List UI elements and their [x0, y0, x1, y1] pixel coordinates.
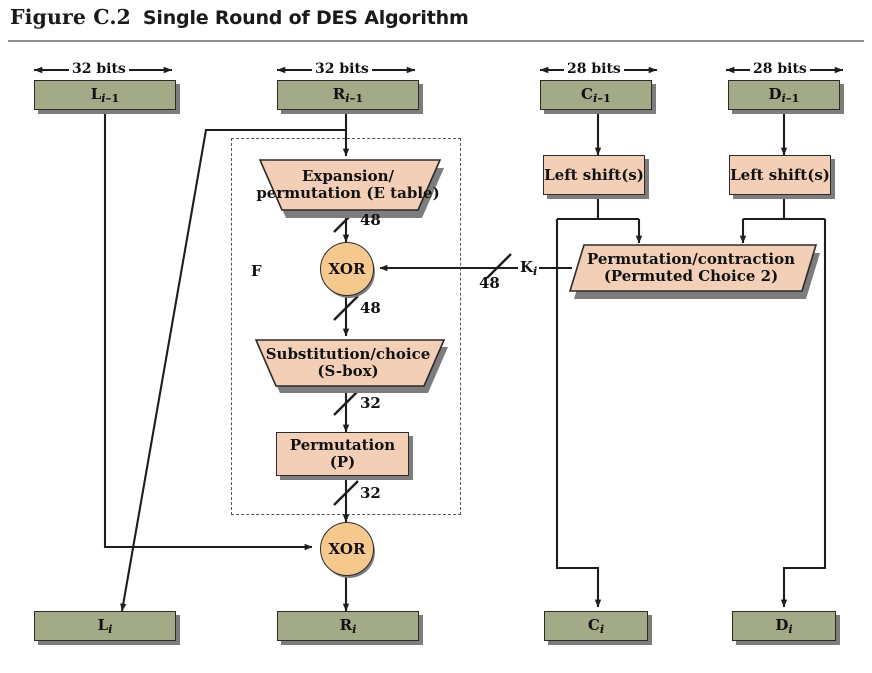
figure-title-bar: Figure C.2 Single Round of DES Algorithm: [0, 0, 872, 46]
expansion-permutation-block: Expansion/ permutation (E table): [252, 156, 444, 218]
left-shift-c-label: Left shift(s): [544, 165, 644, 184]
register-l-next: Li: [34, 611, 176, 641]
title-divider: [8, 40, 864, 42]
register-c-prev: Ci–1: [540, 80, 652, 110]
f-function-region: [231, 138, 461, 515]
register-d-next-label: Di: [775, 615, 793, 636]
register-d-prev-label: Di–1: [768, 84, 800, 105]
outer-xor-gate: XOR: [320, 522, 374, 576]
register-d-prev: Di–1: [728, 80, 840, 110]
dim-label-d-half: 28 bits: [750, 61, 810, 77]
register-r-prev-label: Ri–1: [332, 84, 364, 105]
register-l-prev-label: Li–1: [90, 84, 120, 105]
bitwidth-after-expansion: 48: [360, 211, 381, 229]
inner-xor-gate: XOR: [320, 242, 374, 296]
left-shift-d-label: Left shift(s): [730, 165, 830, 184]
wire-c-shift-split: [557, 198, 639, 221]
register-c-next-label: Ci: [587, 615, 605, 636]
permutation-line2: (P): [329, 453, 356, 471]
dim-label-right-half: 32 bits: [312, 61, 372, 77]
left-shift-d-block: Left shift(s): [729, 155, 831, 195]
subkey-label: Ki: [518, 258, 540, 279]
register-c-prev-label: Ci–1: [581, 84, 611, 105]
bitwidth-after-permutation: 32: [360, 484, 381, 502]
bitwidth-after-inner-xor: 48: [360, 299, 381, 317]
pc2-block: Permutation/contraction (Permuted Choice…: [566, 243, 820, 299]
page-title: Figure C.2 Single Round of DES Algorithm: [10, 5, 469, 29]
register-r-prev: Ri–1: [277, 80, 419, 110]
f-region-label: F: [251, 262, 262, 280]
figure-number: Figure C.2: [10, 5, 131, 29]
left-shift-c-block: Left shift(s): [543, 155, 645, 195]
register-r-next: Ri: [277, 611, 419, 641]
outer-xor-label: XOR: [328, 540, 366, 558]
register-l-next-label: Li: [97, 615, 113, 636]
register-c-next: Ci: [544, 611, 648, 641]
figure-caption: Single Round of DES Algorithm: [142, 7, 469, 29]
permutation-line1: Permutation: [289, 436, 396, 455]
wire-d-shift-split: [743, 198, 825, 221]
inner-xor-label: XOR: [328, 260, 366, 278]
sbox-block: Substitution/choice (S-box): [252, 336, 448, 393]
register-r-next-label: Ri: [339, 615, 357, 636]
register-l-prev: Li–1: [34, 80, 176, 110]
dim-label-c-half: 28 bits: [564, 61, 624, 77]
bitwidth-after-sbox: 32: [360, 394, 381, 412]
bitwidth-subkey: 48: [479, 274, 500, 292]
register-d-next: Di: [732, 611, 836, 641]
permutation-p-block: Permutation (P): [276, 432, 409, 476]
dim-label-left-half: 32 bits: [69, 61, 129, 77]
